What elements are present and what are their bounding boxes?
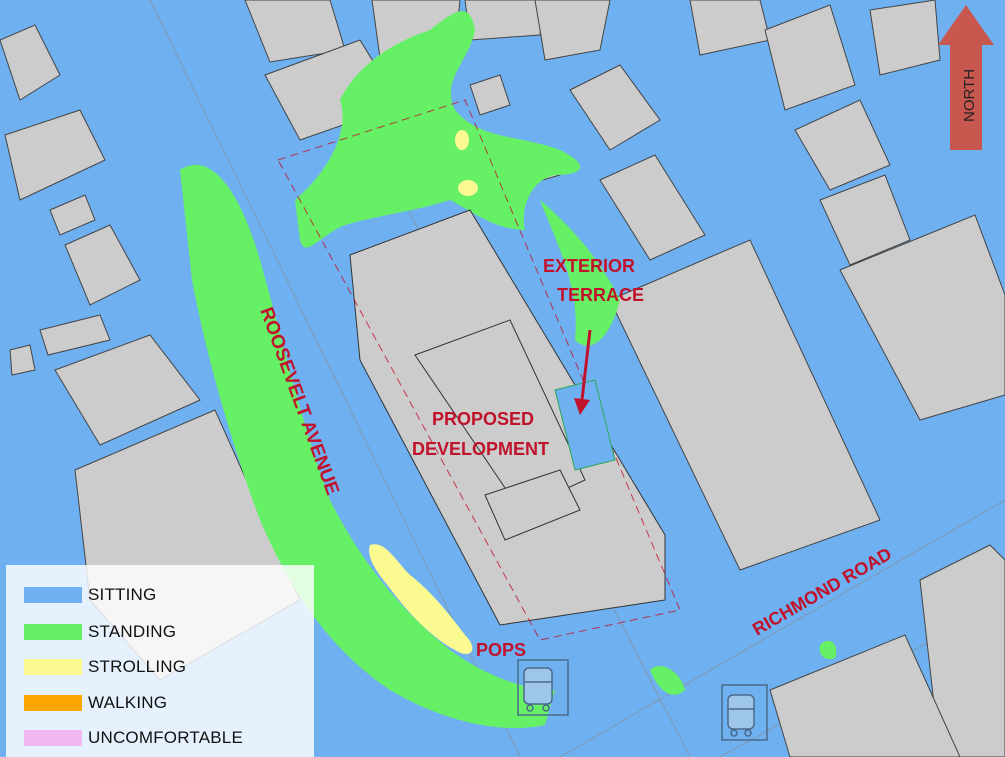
exterior-terrace-label-line2: TERRACE — [557, 285, 644, 305]
legend: SITTING STANDING STROLLING WALKING UNCOM… — [6, 565, 314, 757]
legend-item-standing: STANDING — [24, 618, 176, 646]
legend-swatch — [24, 730, 82, 746]
legend-label: STANDING — [88, 622, 177, 641]
legend-swatch — [24, 587, 82, 603]
pops-label: POPS — [476, 640, 526, 660]
legend-item-uncomfortable: UNCOMFORTABLE — [24, 724, 243, 752]
terrace-pointer-arrow — [574, 329, 592, 415]
legend-label: UNCOMFORTABLE — [88, 728, 243, 747]
legend-item-sitting: SITTING — [24, 581, 156, 609]
legend-swatch — [24, 659, 82, 675]
strolling-zone — [369, 130, 478, 655]
legend-label: STROLLING — [88, 657, 187, 676]
terrace-area — [554, 379, 616, 471]
bus-stop-icon — [721, 684, 768, 741]
bus-stop-icon — [517, 659, 569, 716]
legend-label: SITTING — [88, 585, 157, 604]
proposed-development-label-line2: DEVELOPMENT — [412, 439, 549, 459]
legend-item-strolling: STROLLING — [24, 653, 186, 681]
legend-label: WALKING — [88, 693, 168, 712]
proposed-development-label-line1: PROPOSED — [432, 409, 534, 429]
standing-zone — [180, 11, 837, 729]
site-property-line — [277, 99, 681, 641]
legend-swatch — [24, 624, 82, 640]
north-label: NORTH — [961, 69, 978, 122]
exterior-terrace-label-line1: EXTERIOR — [543, 256, 635, 276]
proposed-development-building — [349, 209, 666, 626]
north-arrow-icon: NORTH — [938, 5, 994, 150]
legend-swatch — [24, 695, 82, 711]
legend-item-walking: WALKING — [24, 689, 167, 717]
